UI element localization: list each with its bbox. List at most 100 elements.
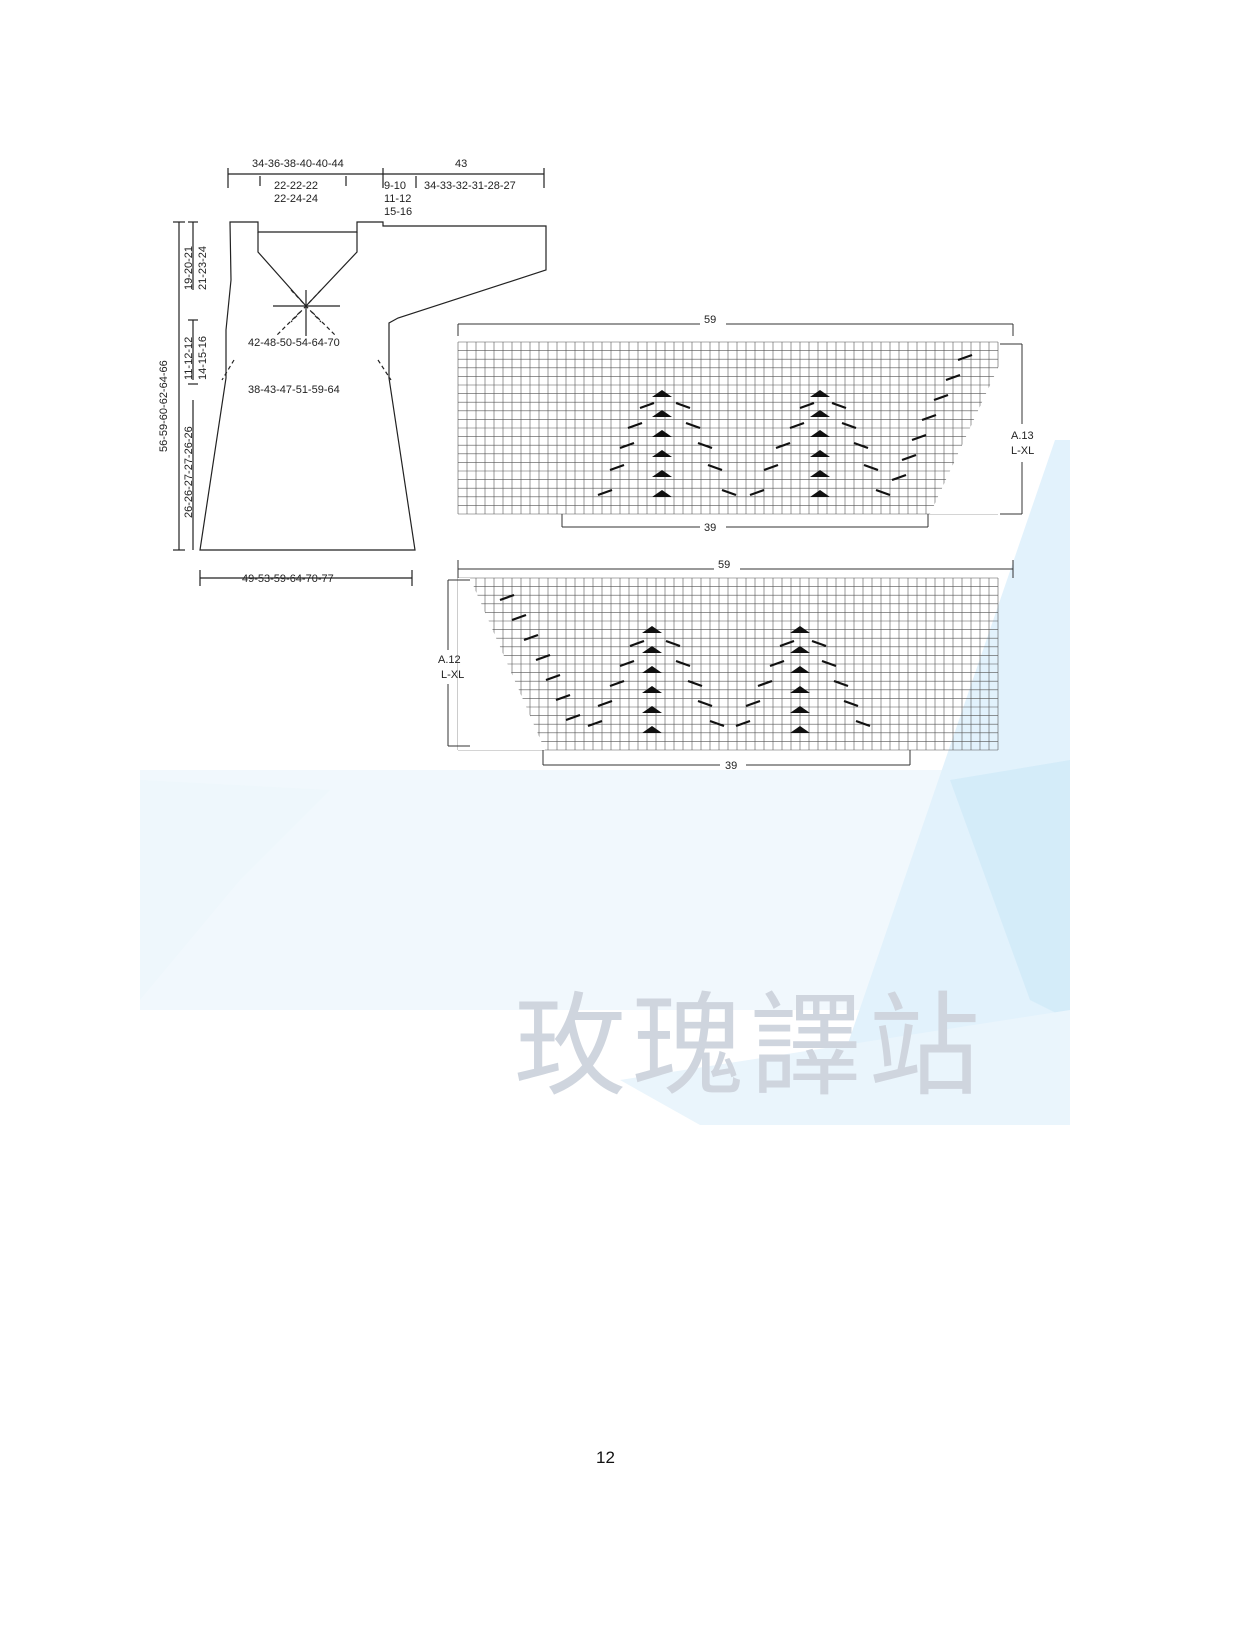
- dress-outline: [199, 221, 547, 551]
- yoke-depth-label-2: 14-15-16: [197, 336, 209, 380]
- chart-a12-label: A.12: [438, 654, 461, 666]
- watermark-text: 玫瑰譯站: [514, 982, 986, 1112]
- slant-symbol: [697, 699, 713, 708]
- slant-symbol: [709, 719, 725, 728]
- slant-symbol: [565, 713, 581, 722]
- slant-symbol: [799, 401, 815, 410]
- slant-symbol: [863, 463, 879, 472]
- neck-width-label-2: 22-24-24: [274, 193, 318, 205]
- slant-symbol: [511, 613, 527, 622]
- slant-symbol: [619, 659, 635, 668]
- decrease-symbol: [652, 390, 672, 397]
- page-number: 12: [596, 1448, 615, 1467]
- slant-symbol: [769, 659, 785, 668]
- chart-a13-label: A.13: [1011, 430, 1034, 442]
- slant-symbol: [697, 441, 713, 450]
- slant-symbol: [597, 488, 613, 497]
- chart-a13-width-top: 59: [704, 314, 716, 326]
- slant-symbol: [749, 488, 765, 497]
- chart-a12-width-bottom: 39: [725, 760, 737, 772]
- slant-symbol: [821, 659, 837, 668]
- slant-symbol: [855, 719, 871, 728]
- strap-width-label-1: 9-10: [384, 180, 406, 192]
- decrease-symbol: [790, 686, 810, 693]
- garment-schematic: [173, 168, 547, 586]
- slant-symbol: [843, 699, 859, 708]
- slant-symbol: [921, 413, 937, 422]
- chart-a13-width-bottom: 39: [704, 522, 716, 534]
- slant-symbol: [707, 463, 723, 472]
- slant-symbol: [933, 393, 949, 402]
- slant-symbol: [687, 679, 703, 688]
- slant-symbol: [609, 463, 625, 472]
- slant-symbol: [675, 659, 691, 668]
- slant-symbol: [629, 639, 645, 648]
- decrease-symbol: [790, 646, 810, 653]
- slant-symbol: [545, 673, 561, 682]
- chart-a12-size: L-XL: [441, 669, 464, 681]
- slant-symbol: [597, 699, 613, 708]
- decrease-symbol: [790, 626, 810, 633]
- slant-symbol: [957, 353, 973, 362]
- slant-symbol: [811, 639, 827, 648]
- slant-symbol: [499, 593, 515, 602]
- neckline: [257, 232, 358, 307]
- decrease-symbol: [642, 626, 662, 633]
- chart-a13: 59 39 A.13 L-XL: [457, 314, 1034, 534]
- chart-a13-symbols: [597, 353, 973, 497]
- armhole-depth-label-2: 21-23-24: [197, 246, 209, 290]
- decrease-symbol: [790, 726, 810, 733]
- slant-symbol: [779, 639, 795, 648]
- slant-symbol: [831, 401, 847, 410]
- decrease-symbol: [810, 430, 830, 437]
- slant-symbol: [745, 699, 761, 708]
- chart-a13-edge: [930, 342, 1013, 514]
- chart-a12-width-top: 59: [718, 559, 730, 571]
- slant-symbol: [609, 679, 625, 688]
- decrease-symbol: [810, 490, 830, 497]
- decrease-symbol: [652, 470, 672, 477]
- chart-a13-grid: [457, 341, 1013, 515]
- decrease-symbol: [642, 646, 662, 653]
- shoulder-width-label: 34-36-38-40-40-44: [252, 158, 344, 170]
- decrease-symbol: [790, 706, 810, 713]
- slant-symbol: [535, 653, 551, 662]
- slant-symbol: [853, 441, 869, 450]
- schematic-labels: 34-36-38-40-40-44 22-22-22 22-24-24 9-10…: [158, 158, 516, 585]
- slant-symbol: [555, 693, 571, 702]
- sleeve-length-label: 43: [455, 158, 467, 170]
- chart-a12: 59 39 A.12 L-XL: [438, 559, 1014, 772]
- decrease-symbol: [642, 686, 662, 693]
- slant-symbol: [945, 373, 961, 382]
- slant-symbol: [721, 488, 737, 497]
- slant-symbol: [639, 401, 655, 410]
- decrease-symbol: [810, 470, 830, 477]
- decrease-symbol: [810, 390, 830, 397]
- watermark-background: [140, 440, 1070, 1125]
- slant-symbol: [841, 421, 857, 430]
- slant-symbol: [891, 473, 907, 482]
- chart-a13-size: L-XL: [1011, 445, 1034, 457]
- decrease-symbol: [652, 430, 672, 437]
- slant-symbol: [833, 679, 849, 688]
- strap-width-label-3: 15-16: [384, 206, 412, 218]
- strap-width-label-2: 11-12: [384, 193, 411, 205]
- chart-a12-grid: [457, 577, 999, 751]
- body-length-label: 56-59-60-62-64-66: [158, 360, 170, 452]
- decrease-symbol: [810, 450, 830, 457]
- slant-symbol: [627, 421, 643, 430]
- waist-width-label: 38-43-47-51-59-64: [248, 384, 340, 396]
- skirt-length-label: 26-26-27-27-26-26: [183, 426, 195, 518]
- slant-symbol: [735, 719, 751, 728]
- slant-symbol: [587, 719, 603, 728]
- chart-a12-symbols: [499, 593, 871, 733]
- slant-symbol: [789, 421, 805, 430]
- slant-symbol: [675, 401, 691, 410]
- decrease-symbol: [652, 490, 672, 497]
- slant-symbol: [757, 679, 773, 688]
- chest-width-label: 42-48-50-54-64-70: [248, 337, 340, 349]
- slant-symbol: [763, 463, 779, 472]
- sleeve-width-label: 34-33-32-31-28-27: [424, 180, 516, 192]
- slant-symbol: [775, 441, 791, 450]
